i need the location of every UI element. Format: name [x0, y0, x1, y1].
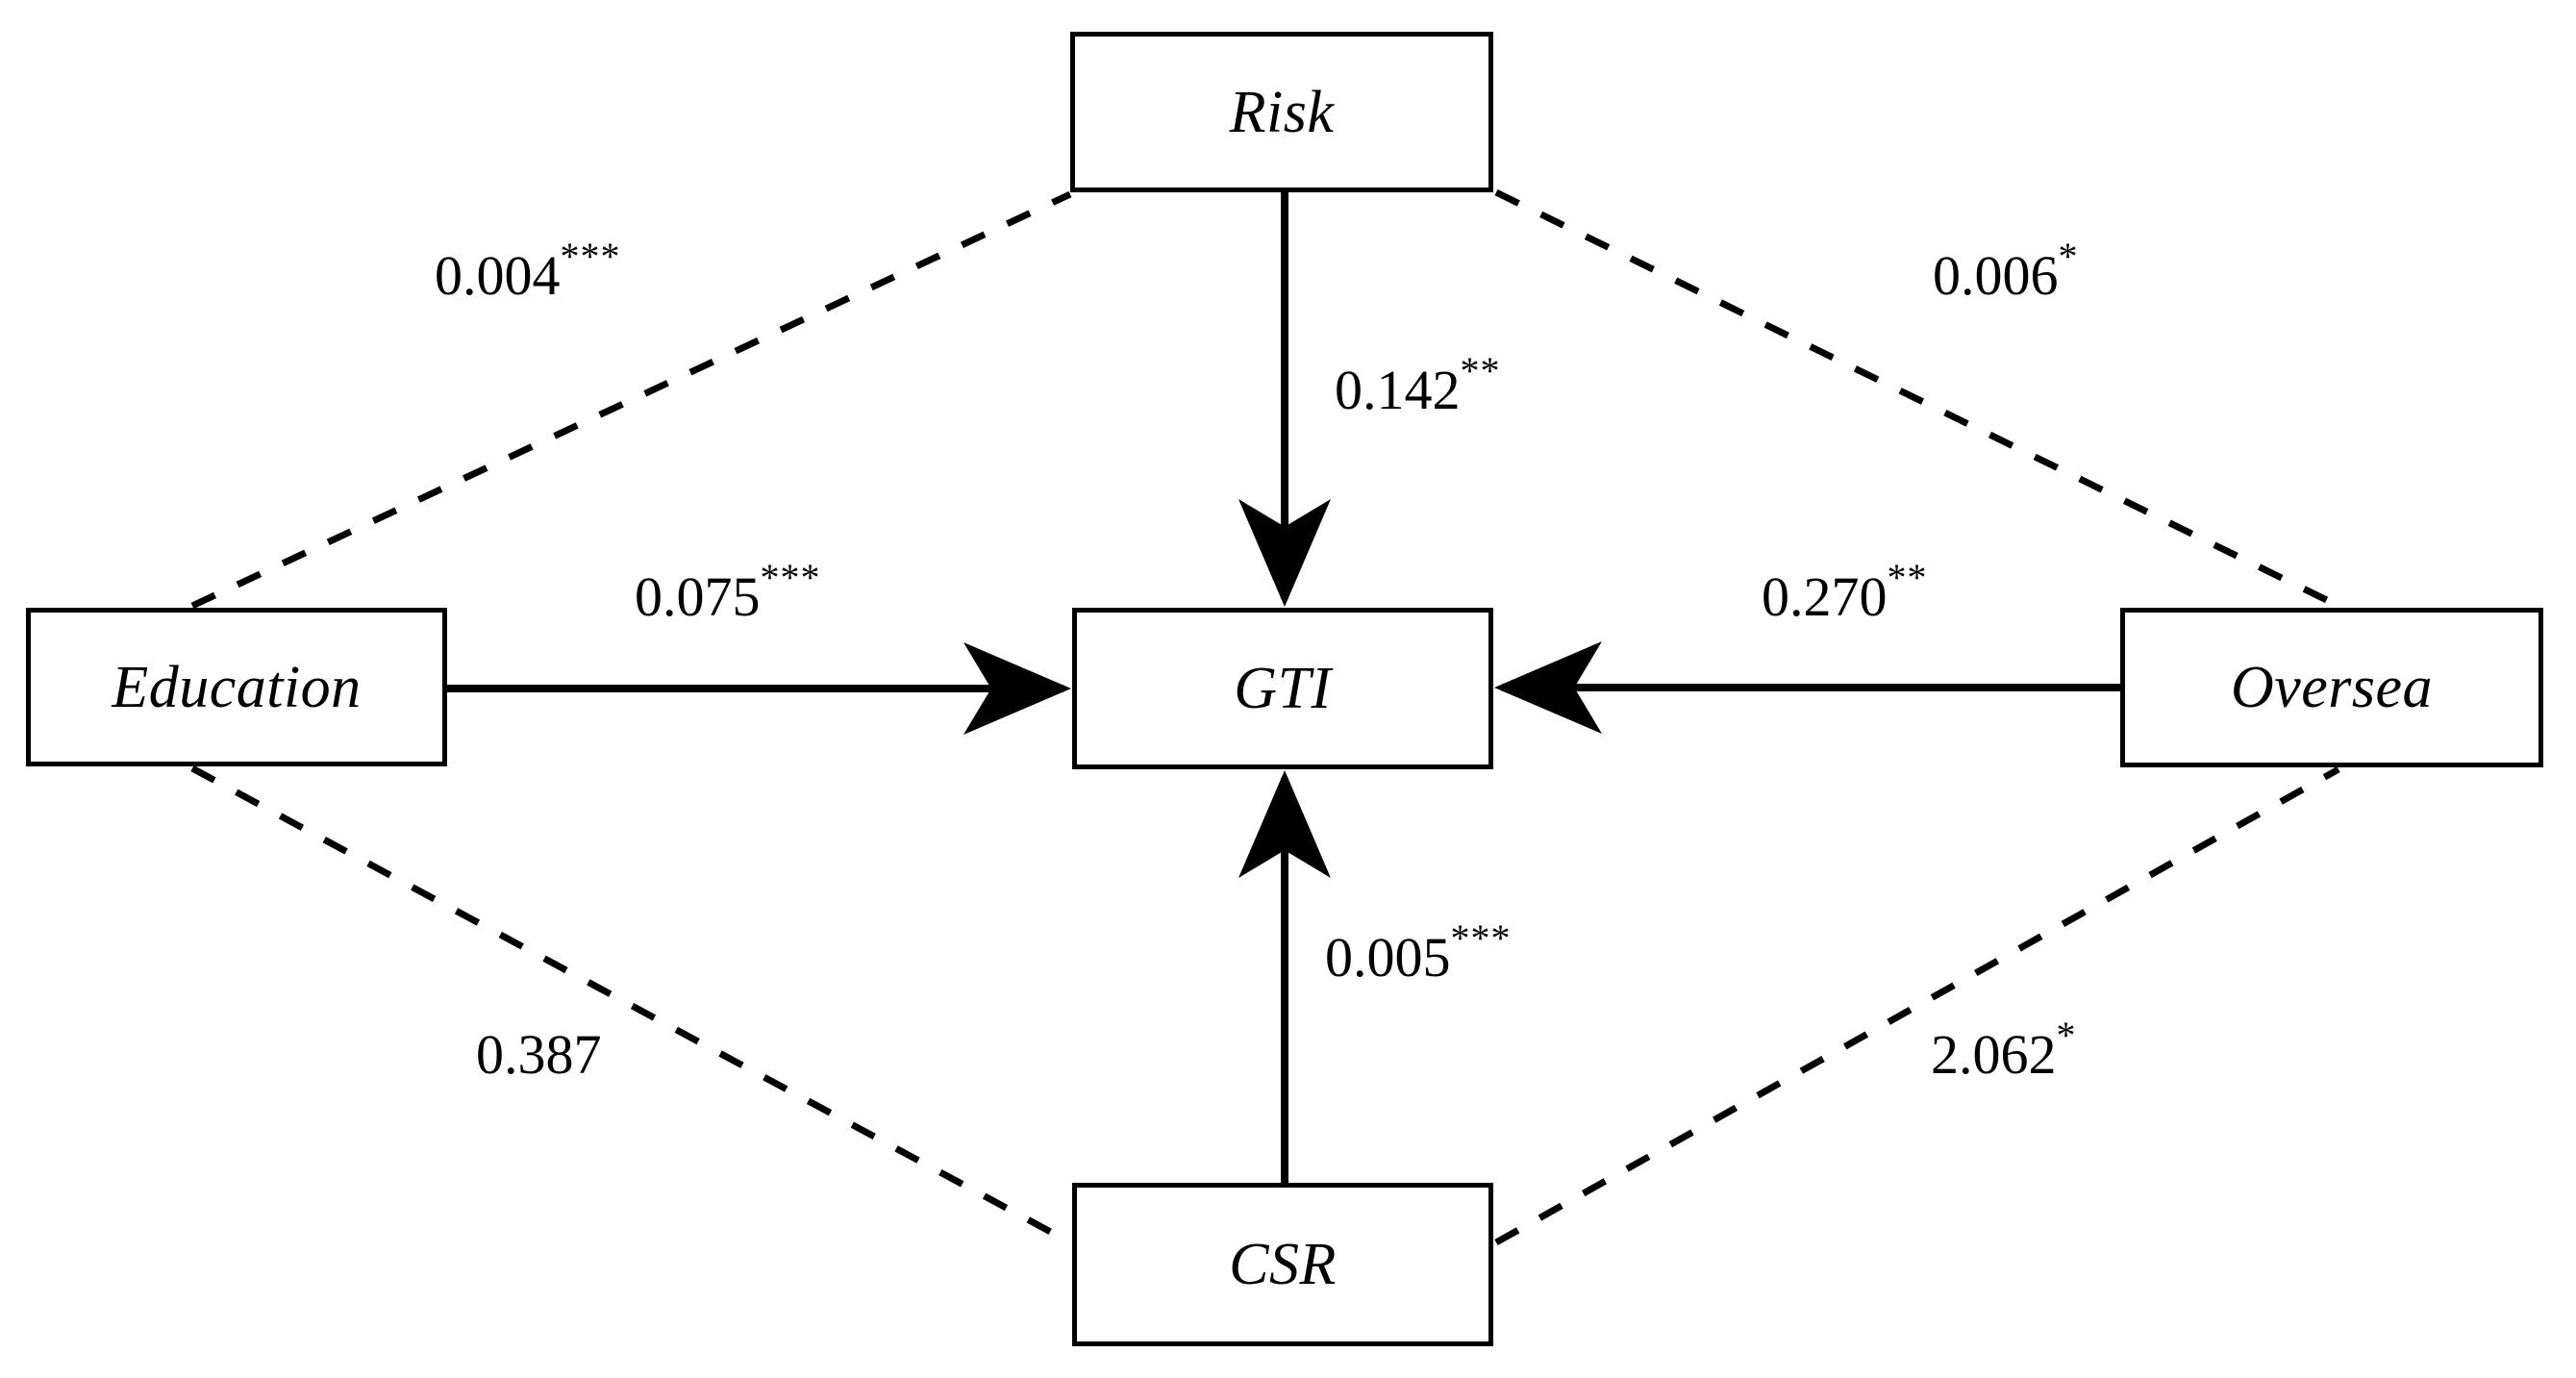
significance-stars: *** [1450, 915, 1512, 960]
edge-label-csr-gti: 0.005*** [1325, 918, 1512, 986]
significance-stars: ** [1887, 555, 1928, 599]
edge-label-education-csr: 0.387 [476, 1027, 602, 1083]
edge-education-risk [190, 190, 1072, 610]
node-education[interactable]: Education [26, 608, 447, 766]
coefficient-value: 0.142 [1335, 359, 1461, 421]
significance-stars: ** [1460, 348, 1501, 392]
coefficient-value: 0.005 [1325, 926, 1451, 989]
edge-label-oversea-gti: 0.270** [1762, 558, 1928, 625]
node-csr[interactable]: CSR [1072, 1183, 1493, 1346]
node-gti[interactable]: GTI [1072, 608, 1493, 769]
coefficient-value: 0.075 [635, 565, 761, 628]
coefficient-value: 2.062 [1931, 1023, 2057, 1086]
edge-csr-oversea [1494, 765, 2340, 1246]
significance-stars: *** [760, 555, 821, 599]
node-gti-label: GTI [1234, 656, 1332, 721]
edge-label-education-risk: 0.004*** [435, 237, 621, 304]
edge-risk-oversea [1494, 188, 2340, 610]
coefficient-value: 0.270 [1762, 565, 1888, 628]
coefficient-value: 0.004 [435, 244, 561, 307]
significance-stars: *** [560, 234, 621, 278]
node-risk[interactable]: Risk [1070, 32, 1493, 192]
node-oversea-label: Oversea [2230, 655, 2434, 720]
significance-stars: * [2058, 234, 2079, 278]
node-csr-label: CSR [1229, 1232, 1337, 1297]
node-education-label: Education [112, 654, 362, 720]
edge-label-education-gti: 0.075*** [635, 558, 821, 625]
node-oversea[interactable]: Oversea [2120, 608, 2543, 767]
significance-stars: * [2056, 1013, 2077, 1057]
node-risk-label: Risk [1229, 79, 1335, 145]
coefficient-value: 0.006 [1933, 244, 2059, 307]
edge-label-csr-oversea: 2.062* [1931, 1015, 2077, 1083]
coefficient-value: 0.387 [476, 1023, 602, 1086]
edge-education-csr [190, 764, 1072, 1246]
edge-label-risk-oversea: 0.006* [1933, 237, 2079, 304]
edge-label-risk-gti: 0.142** [1335, 351, 1501, 418]
